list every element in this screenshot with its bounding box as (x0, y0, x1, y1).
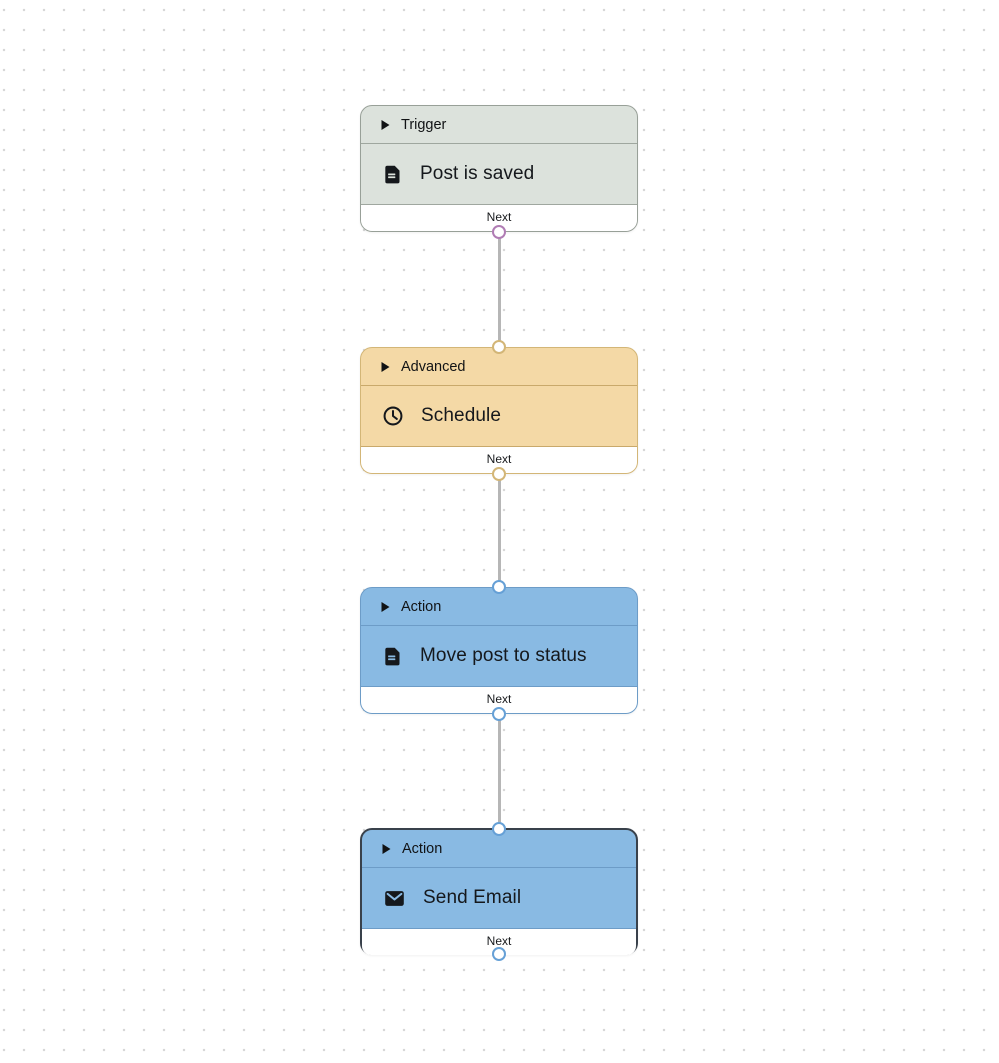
node-category-label: Trigger (401, 116, 447, 133)
envelope-icon (383, 887, 406, 910)
node-title: Post is saved (420, 163, 535, 184)
node-title: Move post to status (420, 645, 587, 666)
disclosure-triangle-icon[interactable] (382, 843, 391, 854)
document-icon (382, 164, 403, 185)
node-body: Move post to status (361, 626, 637, 686)
disclosure-triangle-icon[interactable] (381, 361, 390, 372)
output-port[interactable] (492, 225, 506, 239)
disclosure-triangle-icon[interactable] (381, 119, 390, 130)
node-footer: Next (361, 686, 637, 713)
node-advanced-schedule[interactable]: Advanced Schedule Next (360, 340, 638, 481)
output-port[interactable] (492, 707, 506, 721)
next-output-label: Next (486, 452, 512, 466)
input-port[interactable] (492, 340, 506, 354)
next-output-label: Next (486, 934, 512, 948)
node-header[interactable]: Trigger (361, 106, 637, 144)
node-body: Schedule (361, 386, 637, 446)
disclosure-triangle-icon[interactable] (381, 601, 390, 612)
node-header[interactable]: Advanced (361, 348, 637, 386)
input-port[interactable] (492, 822, 506, 836)
node-category-label: Action (402, 840, 443, 857)
document-icon (382, 646, 403, 667)
node-body: Post is saved (361, 144, 637, 204)
clock-icon (382, 405, 404, 427)
node-header[interactable]: Action (362, 830, 636, 868)
node-action-move-post-to-status[interactable]: Action Move post to status Next (360, 580, 638, 721)
edge-trigger-to-schedule[interactable] (497, 232, 501, 348)
input-port[interactable] (492, 580, 506, 594)
output-port[interactable] (492, 947, 506, 961)
node-header[interactable]: Action (361, 588, 637, 626)
node-category-label: Action (401, 598, 442, 615)
next-output-label: Next (486, 210, 512, 224)
node-action-send-email[interactable]: Action Send Email Next (360, 822, 638, 961)
node-title: Send Email (423, 887, 522, 908)
node-category-label: Advanced (401, 358, 466, 375)
edge-move-post-to-send-email[interactable] (497, 714, 501, 829)
node-trigger-post-is-saved[interactable]: Trigger Post is saved Next (360, 105, 638, 239)
edge-schedule-to-move-post[interactable] (497, 473, 501, 588)
node-body: Send Email (362, 868, 636, 928)
node-title: Schedule (421, 405, 502, 426)
output-port[interactable] (492, 467, 506, 481)
next-output-label: Next (486, 692, 512, 706)
